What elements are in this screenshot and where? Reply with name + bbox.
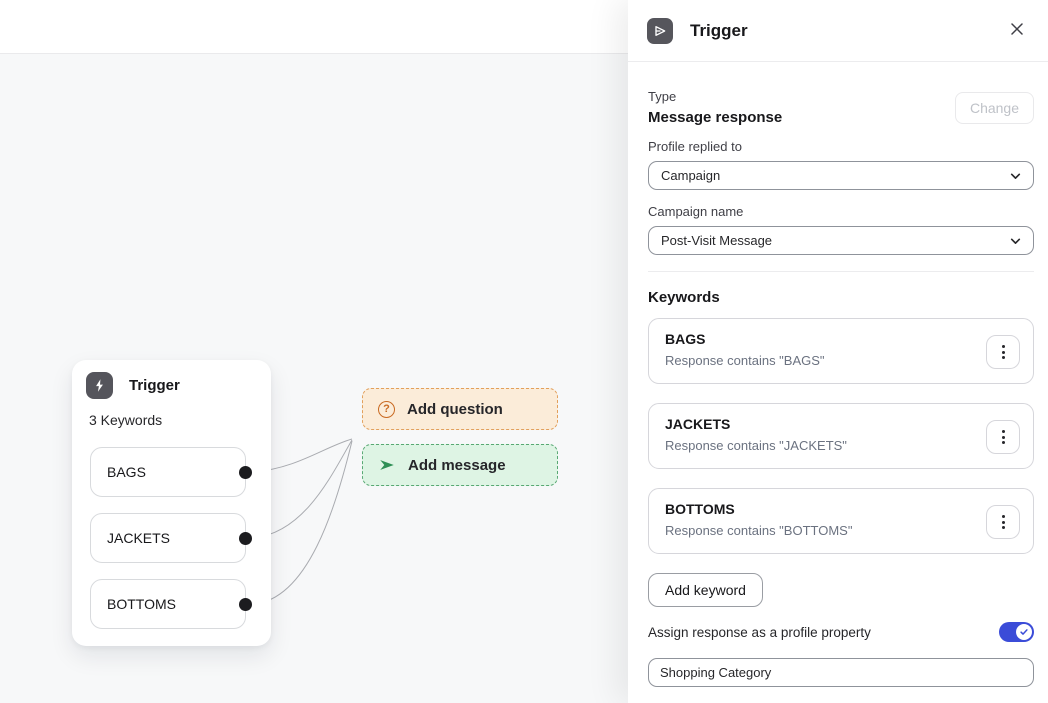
kebab-menu-icon[interactable] (986, 335, 1020, 369)
type-row: Type Message response Change (648, 89, 1034, 126)
kebab-menu-icon[interactable] (986, 505, 1020, 539)
keywords-heading: Keywords (648, 289, 720, 306)
add-message-button[interactable]: Add message (362, 444, 558, 486)
property-name-input[interactable] (648, 658, 1034, 687)
keyword-condition: Response contains "JACKETS" (665, 438, 847, 453)
chevron-down-icon (1010, 238, 1021, 244)
keyword-pill-label: JACKETS (107, 530, 171, 546)
add-message-label: Add message (408, 456, 506, 474)
keyword-pill-jackets[interactable]: JACKETS (90, 513, 252, 563)
question-mark-icon: ? (378, 400, 395, 418)
keyword-pill-bottoms[interactable]: BOTTOMS (90, 579, 252, 629)
top-bar (0, 0, 628, 54)
assign-property-label: Assign response as a profile property (648, 624, 871, 640)
keyword-pill-label: BOTTOMS (107, 596, 176, 612)
connector-handle[interactable] (239, 597, 252, 611)
keyword-card-bottoms: BOTTOMS Response contains "BOTTOMS" (648, 488, 1034, 554)
kebab-menu-icon[interactable] (986, 420, 1020, 454)
panel-header: Trigger (628, 0, 1048, 62)
flow-canvas[interactable]: Trigger 3 Keywords BAGS JACKETS BOTTOMS … (0, 0, 628, 703)
change-type-button[interactable]: Change (954, 91, 1034, 124)
section-divider (648, 271, 1034, 272)
type-value: Message response (648, 109, 783, 126)
panel-body: Type Message response Change Profile rep… (628, 89, 1048, 687)
add-question-button[interactable]: ? Add question (362, 388, 558, 430)
add-keyword-button[interactable]: Add keyword (648, 573, 763, 607)
toggle-check-icon (1016, 624, 1032, 640)
profile-replied-label: Profile replied to (648, 139, 742, 154)
send-icon (378, 456, 396, 474)
node-keyword-count: 3 Keywords (89, 412, 163, 428)
lightning-icon (86, 372, 113, 399)
trigger-icon (647, 17, 673, 44)
type-label: Type (648, 89, 677, 104)
panel-title: Trigger (690, 20, 748, 40)
trigger-node-header: Trigger (86, 372, 180, 399)
trigger-node[interactable]: Trigger 3 Keywords BAGS JACKETS BOTTOMS (72, 360, 271, 646)
add-question-label: Add question (407, 400, 503, 418)
assign-property-toggle[interactable] (999, 622, 1034, 642)
keyword-name: BAGS (665, 331, 706, 347)
assign-property-row: Assign response as a profile property (648, 622, 1034, 642)
keyword-name: BOTTOMS (665, 501, 735, 517)
keyword-name: JACKETS (665, 416, 731, 432)
keyword-card-jackets: JACKETS Response contains "JACKETS" (648, 403, 1034, 469)
profile-replied-select[interactable]: Campaign (648, 161, 1034, 190)
chevron-down-icon (1010, 173, 1021, 179)
keyword-pill-bags[interactable]: BAGS (90, 447, 252, 497)
keyword-condition: Response contains "BAGS" (665, 353, 825, 368)
keyword-pill-label: BAGS (107, 464, 146, 480)
campaign-name-value: Post-Visit Message (661, 233, 773, 248)
campaign-name-label: Campaign name (648, 204, 744, 219)
campaign-name-select[interactable]: Post-Visit Message (648, 226, 1034, 255)
keyword-condition: Response contains "BOTTOMS" (665, 523, 853, 538)
connector-handle[interactable] (239, 465, 252, 479)
keyword-card-bags: BAGS Response contains "BAGS" (648, 318, 1034, 384)
close-icon[interactable] (1007, 20, 1027, 40)
node-title: Trigger (129, 377, 180, 394)
connector-handle[interactable] (239, 531, 252, 545)
trigger-settings-panel: Trigger Type Message response Change Pro… (628, 0, 1048, 703)
profile-replied-value: Campaign (661, 168, 721, 183)
